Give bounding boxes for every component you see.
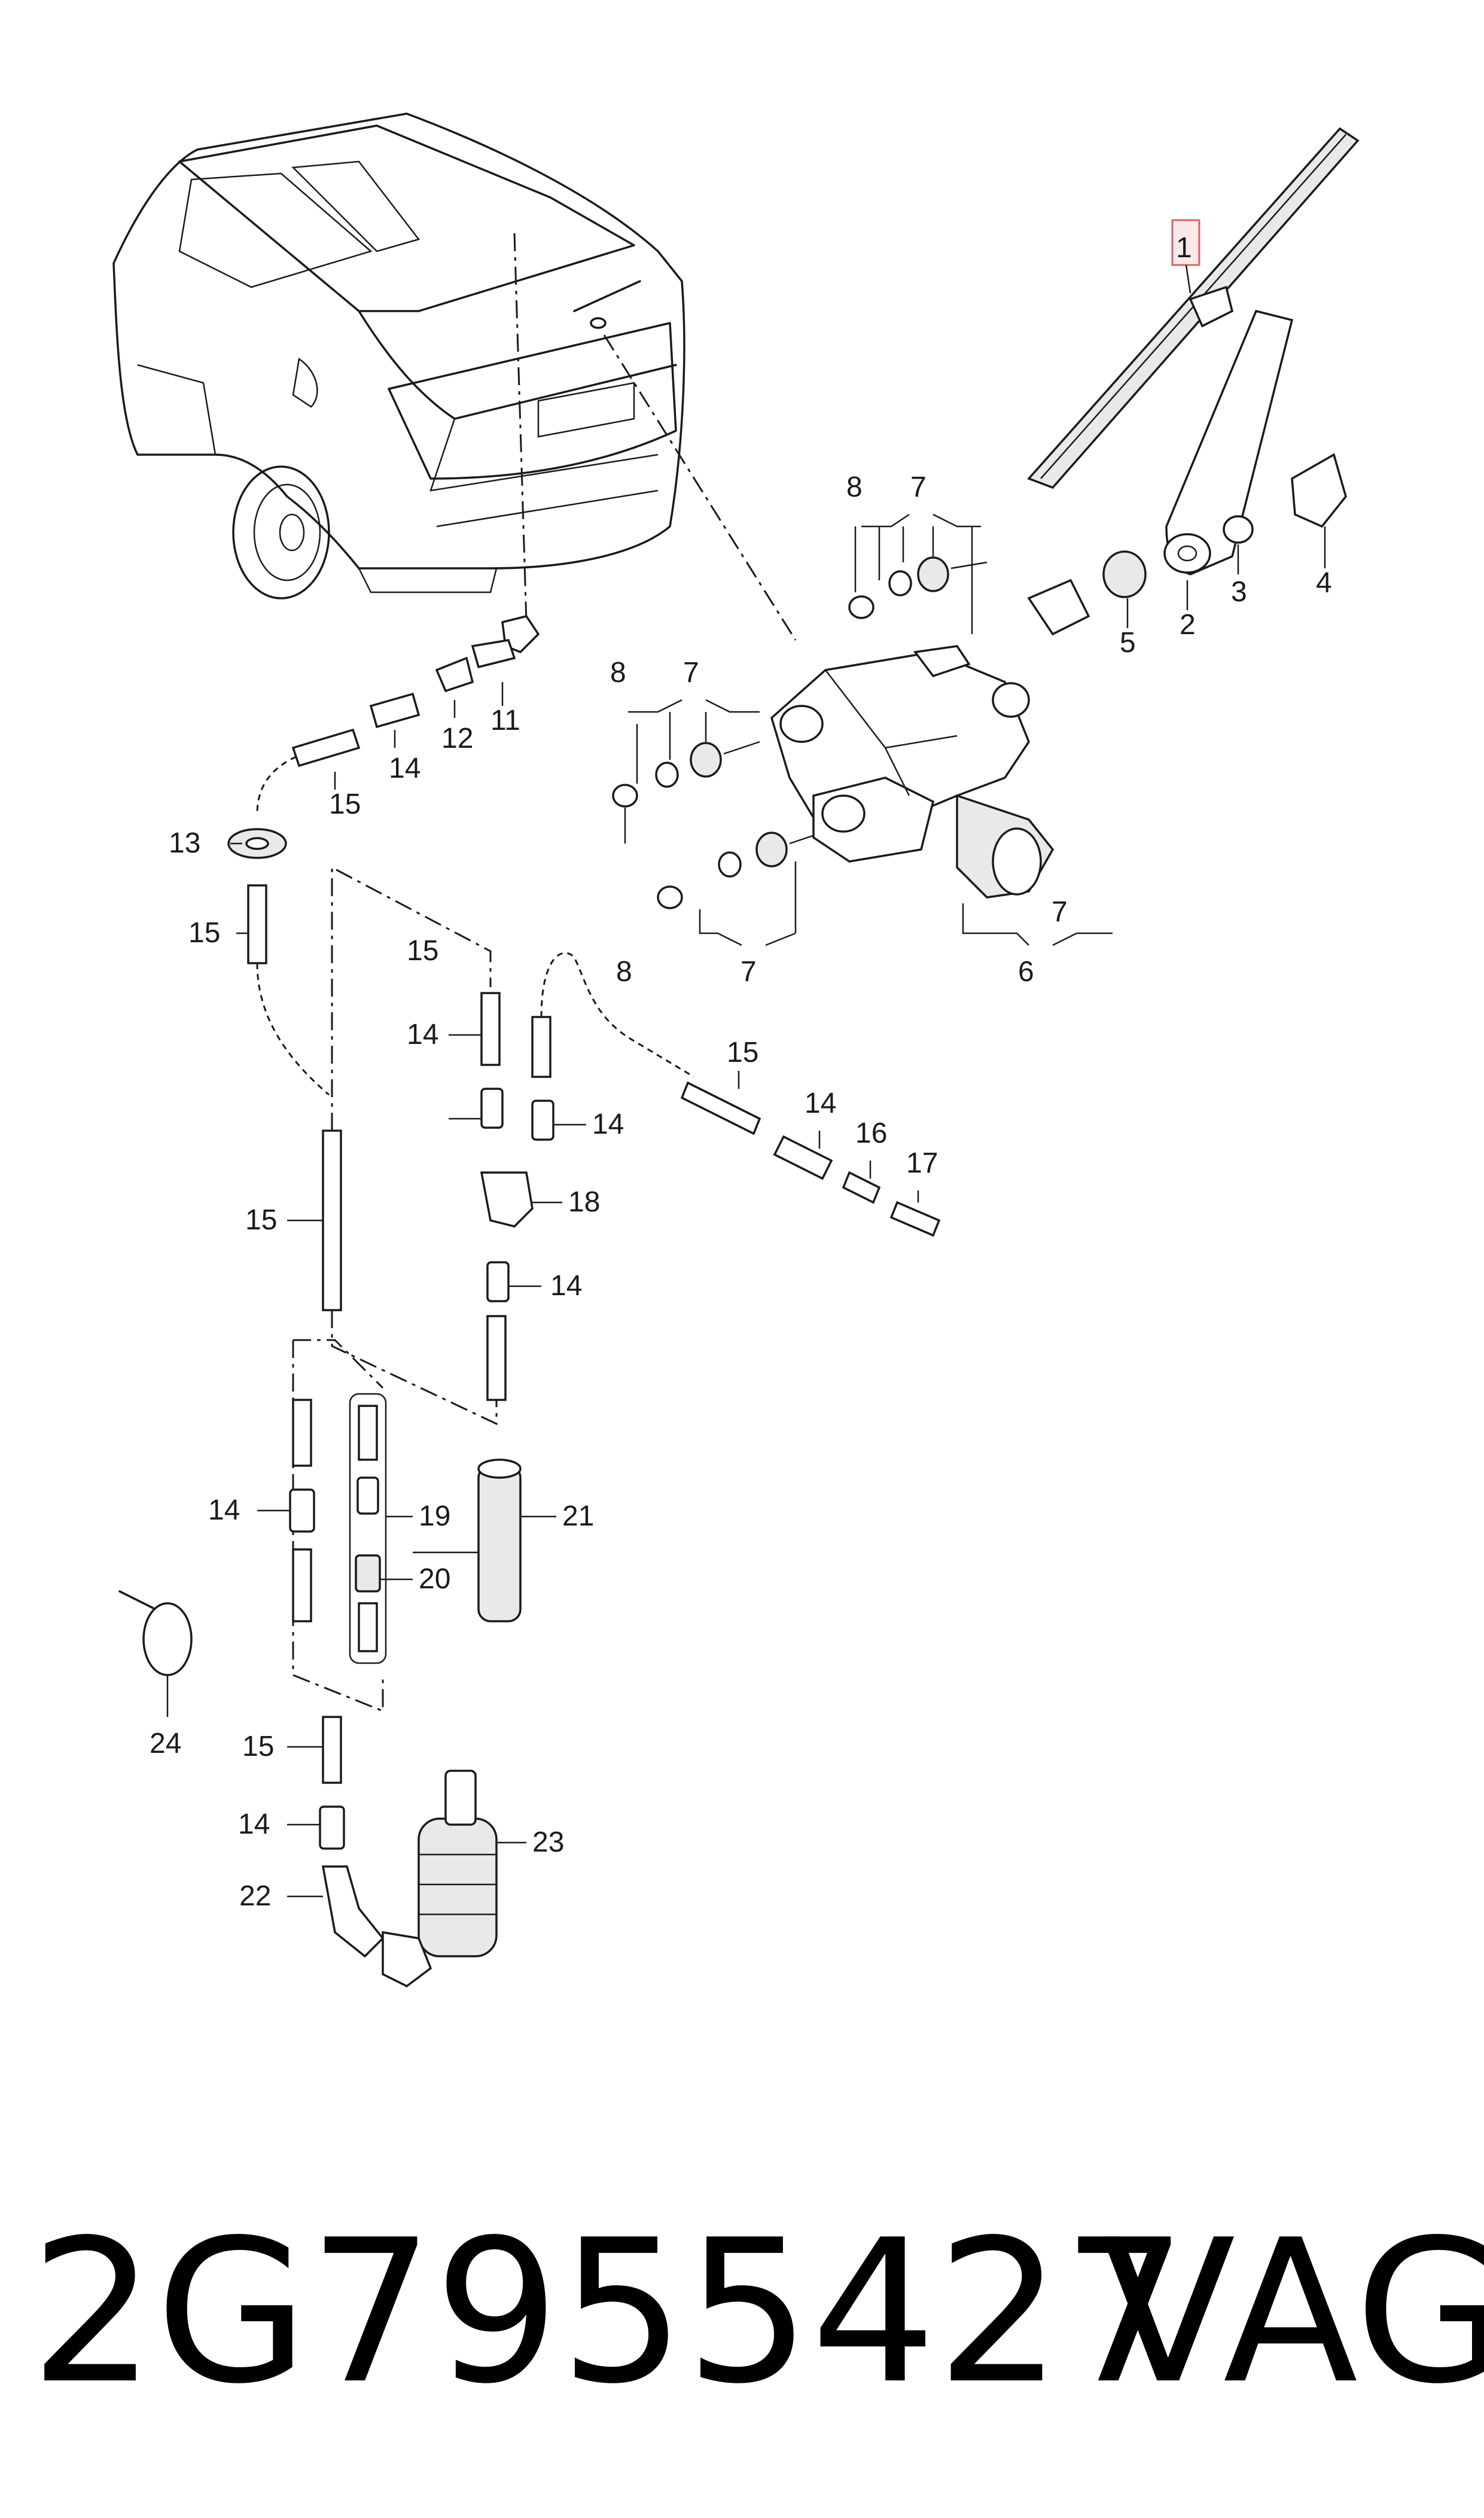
hose-15-left xyxy=(247,884,267,964)
label-14-mid-a: 14 xyxy=(407,1019,438,1051)
brand-name: VAG xyxy=(1101,2197,1484,2427)
label-24: 24 xyxy=(150,1728,181,1759)
label-14-diag: 14 xyxy=(805,1088,836,1119)
hose-15-bottom xyxy=(322,1716,342,1784)
nozzle-17 xyxy=(889,1201,941,1237)
label-14-bottom: 14 xyxy=(238,1808,270,1840)
label-17: 17 xyxy=(906,1147,938,1179)
label-16: 16 xyxy=(855,1118,887,1149)
bracket-group xyxy=(349,1393,387,1664)
hose-sleeve-14-top xyxy=(369,692,420,729)
label-23: 23 xyxy=(532,1826,564,1858)
callout-labels: 1 2 3 4 5 6 7 7 7 7 8 8 8 11 12 13 14 14… xyxy=(150,232,1332,1912)
hose-15-left-b xyxy=(292,1399,312,1467)
part-number: 2G7955427 xyxy=(30,2197,1188,2427)
label-14-top: 14 xyxy=(389,753,420,784)
label-12: 12 xyxy=(441,723,473,754)
angle-nozzle-11 xyxy=(471,615,540,669)
label-18: 18 xyxy=(568,1186,600,1218)
label-7-mid: 7 xyxy=(683,657,699,689)
label-15-left: 15 xyxy=(188,917,220,949)
wiper-motor xyxy=(770,645,1055,899)
washers-middle xyxy=(612,741,760,808)
label-1: 1 xyxy=(1176,232,1192,264)
washer-pump-23 xyxy=(382,1770,498,1988)
label-4: 4 xyxy=(1316,567,1332,599)
label-7-top: 7 xyxy=(910,471,927,503)
y-connector-18 xyxy=(480,1171,534,1228)
label-15-top: 15 xyxy=(329,788,361,820)
label-7-low: 7 xyxy=(741,956,757,988)
sleeve-14-left-b xyxy=(289,1488,315,1533)
hose-15-left-c xyxy=(292,1548,312,1622)
connector-16 xyxy=(842,1171,881,1204)
hose-15-top xyxy=(291,728,361,768)
highlight-box xyxy=(1171,219,1200,266)
hose-segment-a xyxy=(358,1405,378,1461)
washers-top xyxy=(848,556,988,619)
nut-3 xyxy=(1223,515,1254,544)
washers-lower xyxy=(657,830,826,909)
label-8-mid: 8 xyxy=(610,657,626,689)
parts-diagram: 1 2 3 4 5 6 7 7 7 7 8 8 8 11 12 13 14 14… xyxy=(112,112,1360,1988)
wiper-blade xyxy=(1026,127,1360,489)
label-15-long: 15 xyxy=(245,1204,277,1236)
label-2: 2 xyxy=(1180,609,1196,641)
leader-lines xyxy=(166,513,1326,1898)
label-15-mid: 15 xyxy=(407,935,438,967)
label-19: 19 xyxy=(419,1500,450,1532)
seal-5 xyxy=(1102,550,1147,598)
label-8-top: 8 xyxy=(846,471,863,503)
sleeve-14-mid-b xyxy=(531,1100,554,1141)
label-8-low: 8 xyxy=(616,956,632,988)
hose-15-mid xyxy=(480,992,501,1066)
label-5: 5 xyxy=(1120,627,1136,659)
valve-20 xyxy=(355,1554,381,1593)
label-14-left: 14 xyxy=(208,1494,240,1526)
label-13: 13 xyxy=(169,827,200,859)
label-11: 11 xyxy=(490,705,520,736)
label-20: 20 xyxy=(419,1563,450,1595)
label-7-motor: 7 xyxy=(1052,896,1068,928)
label-22: 22 xyxy=(239,1880,271,1912)
sleeve-14-mid-a xyxy=(480,1088,504,1129)
hose-15-diag xyxy=(680,1081,761,1135)
car-outline xyxy=(112,112,685,599)
label-14-mid-c: 14 xyxy=(550,1270,582,1302)
connector-12 xyxy=(435,656,474,693)
label-15-diag: 15 xyxy=(727,1037,758,1068)
label-3: 3 xyxy=(1231,576,1247,608)
cable-tie-24 xyxy=(118,1590,193,1676)
label-14-mid-b: 14 xyxy=(592,1109,624,1140)
cover-cap xyxy=(1027,578,1090,636)
wiper-cap xyxy=(1291,453,1347,528)
elbow-22 xyxy=(321,1865,385,1958)
label-21: 21 xyxy=(562,1500,594,1532)
sleeve-14-mid-c xyxy=(486,1261,510,1302)
label-6: 6 xyxy=(1018,956,1034,988)
sleeve-14-diag xyxy=(773,1135,833,1180)
connector-19 xyxy=(356,1476,379,1515)
sleeve-14-bottom xyxy=(319,1805,345,1850)
insulating-sleeve-21 xyxy=(477,1464,522,1622)
label-15-bottom: 15 xyxy=(242,1731,274,1762)
hose-15-lower xyxy=(486,1315,507,1401)
hose-segment-b xyxy=(358,1602,378,1652)
hose-15-right xyxy=(531,1016,551,1078)
hose-15-long xyxy=(322,1129,342,1311)
